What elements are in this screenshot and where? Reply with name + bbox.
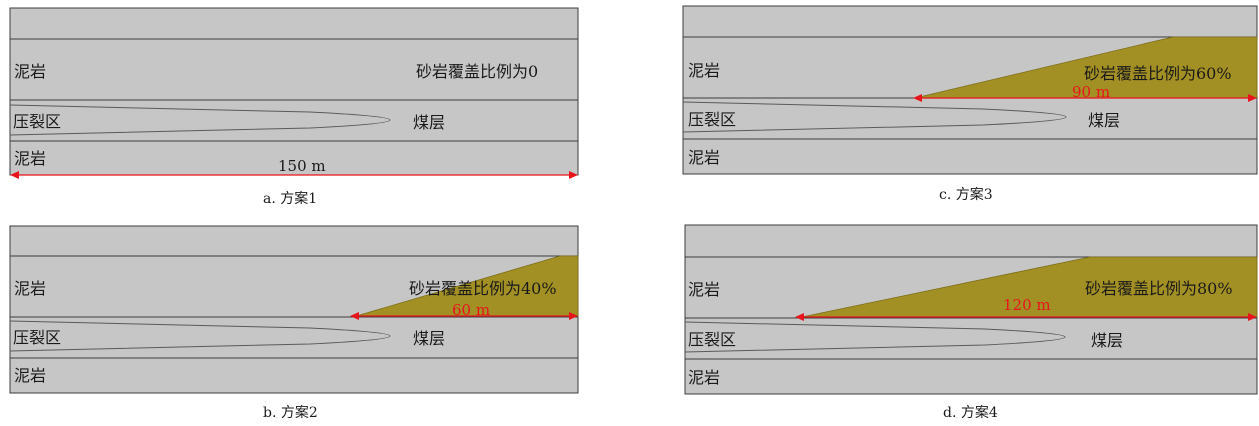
strata-diagram [684, 224, 1258, 395]
label-sandstone-coverage: 砂岩覆盖比例为60% [1084, 64, 1232, 83]
strata-diagram [9, 7, 579, 179]
top-layer [682, 5, 1258, 38]
strata-diagram [9, 225, 579, 394]
label-coal-seam: 煤层 [1088, 111, 1121, 130]
label-mudstone-upper: 泥岩 [14, 279, 47, 298]
label-coal-seam: 煤层 [413, 329, 446, 348]
arrow-head-left [913, 94, 922, 102]
fracture-zone-outline [682, 101, 1067, 133]
label-mudstone-upper: 泥岩 [688, 61, 721, 80]
label-length: 60 m [452, 301, 491, 319]
label-sandstone-coverage: 砂岩覆盖比例为0 [416, 62, 539, 81]
label-mudstone-lower: 泥岩 [14, 149, 47, 168]
panel-scheme-1: 泥岩 砂岩覆盖比例为0 压裂区 煤层 泥岩 150 m a. 方案1 [9, 7, 580, 208]
mudstone-lower-layer [682, 138, 1258, 175]
fracture-zone-outline [9, 104, 391, 136]
mudstone-lower-layer [9, 140, 579, 176]
label-fracture-zone: 压裂区 [688, 330, 737, 349]
caption: a. 方案1 [263, 191, 318, 207]
label-length: 120 m [1003, 296, 1051, 314]
label-sandstone-coverage: 砂岩覆盖比例为40% [409, 279, 557, 298]
arrow-head-right [1248, 94, 1257, 102]
panel-scheme-4: 泥岩 砂岩覆盖比例为80% 120 m 压裂区 煤层 泥岩 d. 方案4 [684, 224, 1259, 425]
mudstone-upper-layer [9, 38, 579, 101]
caption: c. 方案3 [939, 187, 993, 203]
fracture-zone-outline [9, 320, 391, 352]
panel-scheme-2: 泥岩 砂岩覆盖比例为40% 60 m 压裂区 煤层 泥岩 b. 方案2 [9, 225, 580, 426]
arrow-head-right [569, 312, 578, 320]
label-mudstone-lower: 泥岩 [14, 366, 47, 385]
arrow-head-left [350, 312, 359, 320]
panel-scheme-3: 泥岩 砂岩覆盖比例为60% 90 m 压裂区 煤层 泥岩 c. 方案3 [682, 5, 1259, 206]
arrow-head-left [10, 171, 19, 179]
label-fracture-zone: 压裂区 [13, 112, 62, 131]
top-layer [9, 7, 579, 40]
mudstone-lower-layer [9, 357, 579, 394]
label-mudstone-lower: 泥岩 [688, 368, 721, 387]
top-layer [9, 225, 579, 257]
coal-seam-layer [9, 316, 579, 359]
top-layer [684, 224, 1258, 258]
coal-seam-layer [684, 317, 1258, 360]
caption: d. 方案4 [943, 405, 998, 421]
label-mudstone-lower: 泥岩 [688, 148, 721, 167]
label-coal-seam: 煤层 [1091, 331, 1124, 350]
label-length: 150 m [278, 157, 326, 175]
coal-seam-layer [9, 99, 579, 142]
label-length: 90 m [1072, 83, 1111, 101]
arrow-head-right [569, 171, 578, 179]
mudstone-lower-layer [684, 358, 1258, 395]
arrow-head-right [1248, 313, 1257, 321]
label-fracture-zone: 压裂区 [688, 110, 737, 129]
label-mudstone-upper: 泥岩 [688, 280, 721, 299]
fracture-zone-outline [684, 321, 1066, 353]
caption: b. 方案2 [263, 405, 318, 421]
strata-diagram [682, 5, 1258, 175]
label-coal-seam: 煤层 [413, 113, 446, 132]
arrow-head-left [795, 313, 804, 321]
label-fracture-zone: 压裂区 [13, 328, 62, 347]
label-mudstone-upper: 泥岩 [14, 62, 47, 81]
label-sandstone-coverage: 砂岩覆盖比例为80% [1085, 279, 1233, 298]
